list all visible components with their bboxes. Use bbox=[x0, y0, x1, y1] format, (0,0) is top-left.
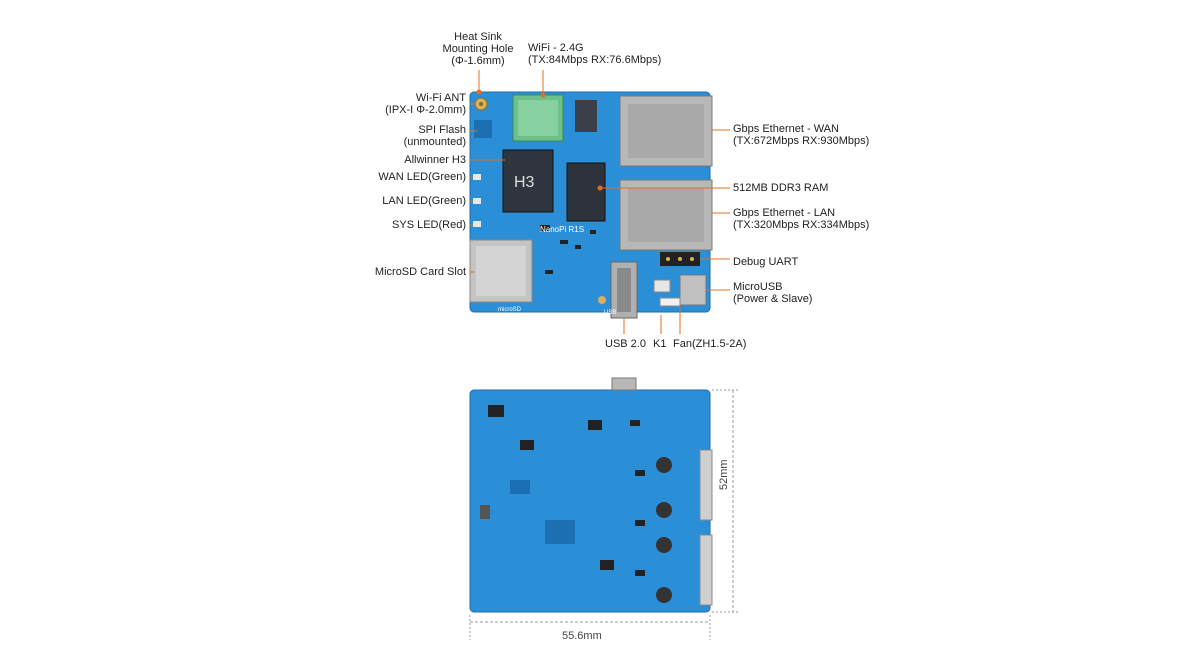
board-front bbox=[469, 91, 713, 319]
chip-silk-h3: H3 bbox=[514, 174, 535, 191]
height-dimension: 52mm bbox=[718, 459, 730, 490]
microsd-silk: microSD bbox=[498, 307, 522, 313]
sys-led bbox=[473, 221, 481, 227]
heatsink-label: Heat Sink Mounting Hole (Φ-1.6mm) bbox=[442, 31, 514, 67]
microusb-label: MicroUSB (Power & Slave) bbox=[733, 281, 813, 305]
microusb-port bbox=[679, 274, 707, 306]
spi-flash-label: SPI Flash (unmounted) bbox=[403, 124, 466, 148]
width-dimension: 55.6mm bbox=[562, 630, 602, 642]
dimension-lines bbox=[469, 389, 740, 640]
wan-led-label: WAN LED(Green) bbox=[378, 171, 466, 183]
ram-label: 512MB DDR3 RAM bbox=[733, 182, 829, 194]
allwinner-h3-chip bbox=[502, 149, 554, 213]
usb-silk: USB bbox=[604, 310, 617, 316]
wan-label: Gbps Ethernet - WAN (TX:672Mbps RX:930Mb… bbox=[733, 123, 870, 147]
lan-label: Gbps Ethernet - LAN (TX:320Mbps RX:334Mb… bbox=[733, 207, 870, 231]
fan-label: Fan(ZH1.5-2A) bbox=[673, 338, 747, 350]
lan-led-label: LAN LED(Green) bbox=[382, 195, 466, 207]
board-model-silk: NanoPi R1S bbox=[540, 225, 585, 234]
allwinner-label: Allwinner H3 bbox=[404, 154, 466, 166]
debug-uart-label: Debug UART bbox=[733, 256, 799, 268]
k1-button bbox=[653, 279, 671, 293]
wifi-label: WiFi - 2.4G (TX:84Mbps RX:76.6Mbps) bbox=[528, 42, 662, 66]
lan-led bbox=[473, 198, 481, 204]
debug-uart-header bbox=[660, 252, 700, 266]
wifi-ant-label: Wi-Fi ANT (IPX-I Φ-2.0mm) bbox=[385, 92, 466, 116]
usb-label: USB 2.0 bbox=[605, 338, 646, 350]
board-back bbox=[469, 377, 713, 613]
sys-led-label: SYS LED(Red) bbox=[392, 219, 466, 231]
fan-connector bbox=[659, 297, 681, 307]
microsd-label: MicroSD Card Slot bbox=[374, 266, 466, 278]
k1-label: K1 bbox=[653, 338, 667, 350]
spi-flash-pads bbox=[474, 120, 492, 138]
leader-lines bbox=[470, 70, 730, 334]
wan-led bbox=[473, 174, 481, 180]
ddr3-ram-chip bbox=[566, 162, 606, 222]
